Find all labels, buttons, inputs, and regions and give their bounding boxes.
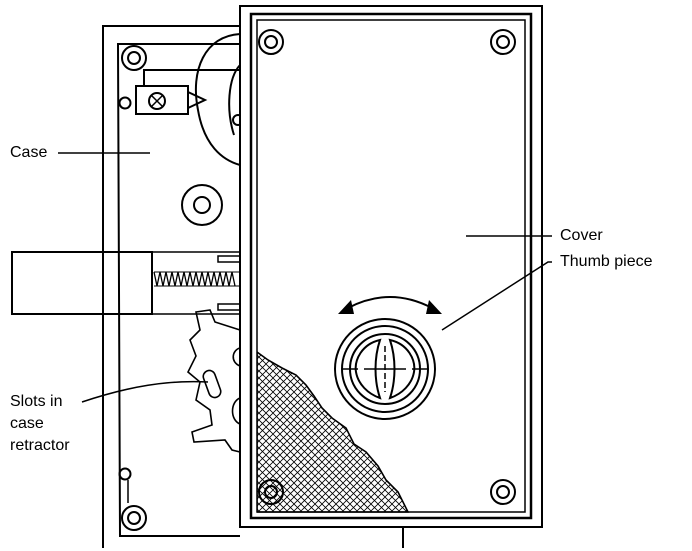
case-pin-bottom <box>118 467 132 481</box>
label-slots-line1: Slots in <box>10 393 63 410</box>
label-slots-line3: retractor <box>10 437 70 454</box>
leader-slots <box>81 380 209 403</box>
cover-screw-bottom-right <box>490 479 516 505</box>
thumb-piece <box>334 318 436 420</box>
rotation-arrow <box>347 296 433 309</box>
cover-screw-top-right <box>490 29 516 55</box>
cover-plate-inner <box>249 12 533 520</box>
hub <box>181 184 223 226</box>
bolt <box>11 251 153 315</box>
case-pin-top <box>118 96 132 110</box>
case-body <box>102 25 240 548</box>
label-slots-line2: case <box>10 415 44 432</box>
label-thumb-piece: Thumb piece <box>560 253 653 270</box>
latch-screw <box>135 69 240 115</box>
cover-screw-top-left <box>258 29 284 55</box>
label-case: Case <box>10 144 48 161</box>
case-screw-top <box>121 45 147 71</box>
bolt-spring <box>153 271 236 287</box>
label-cover: Cover <box>560 227 603 244</box>
leader-thumb <box>441 261 552 331</box>
case-screw-bottom <box>121 505 147 531</box>
cutaway-region <box>257 351 410 513</box>
